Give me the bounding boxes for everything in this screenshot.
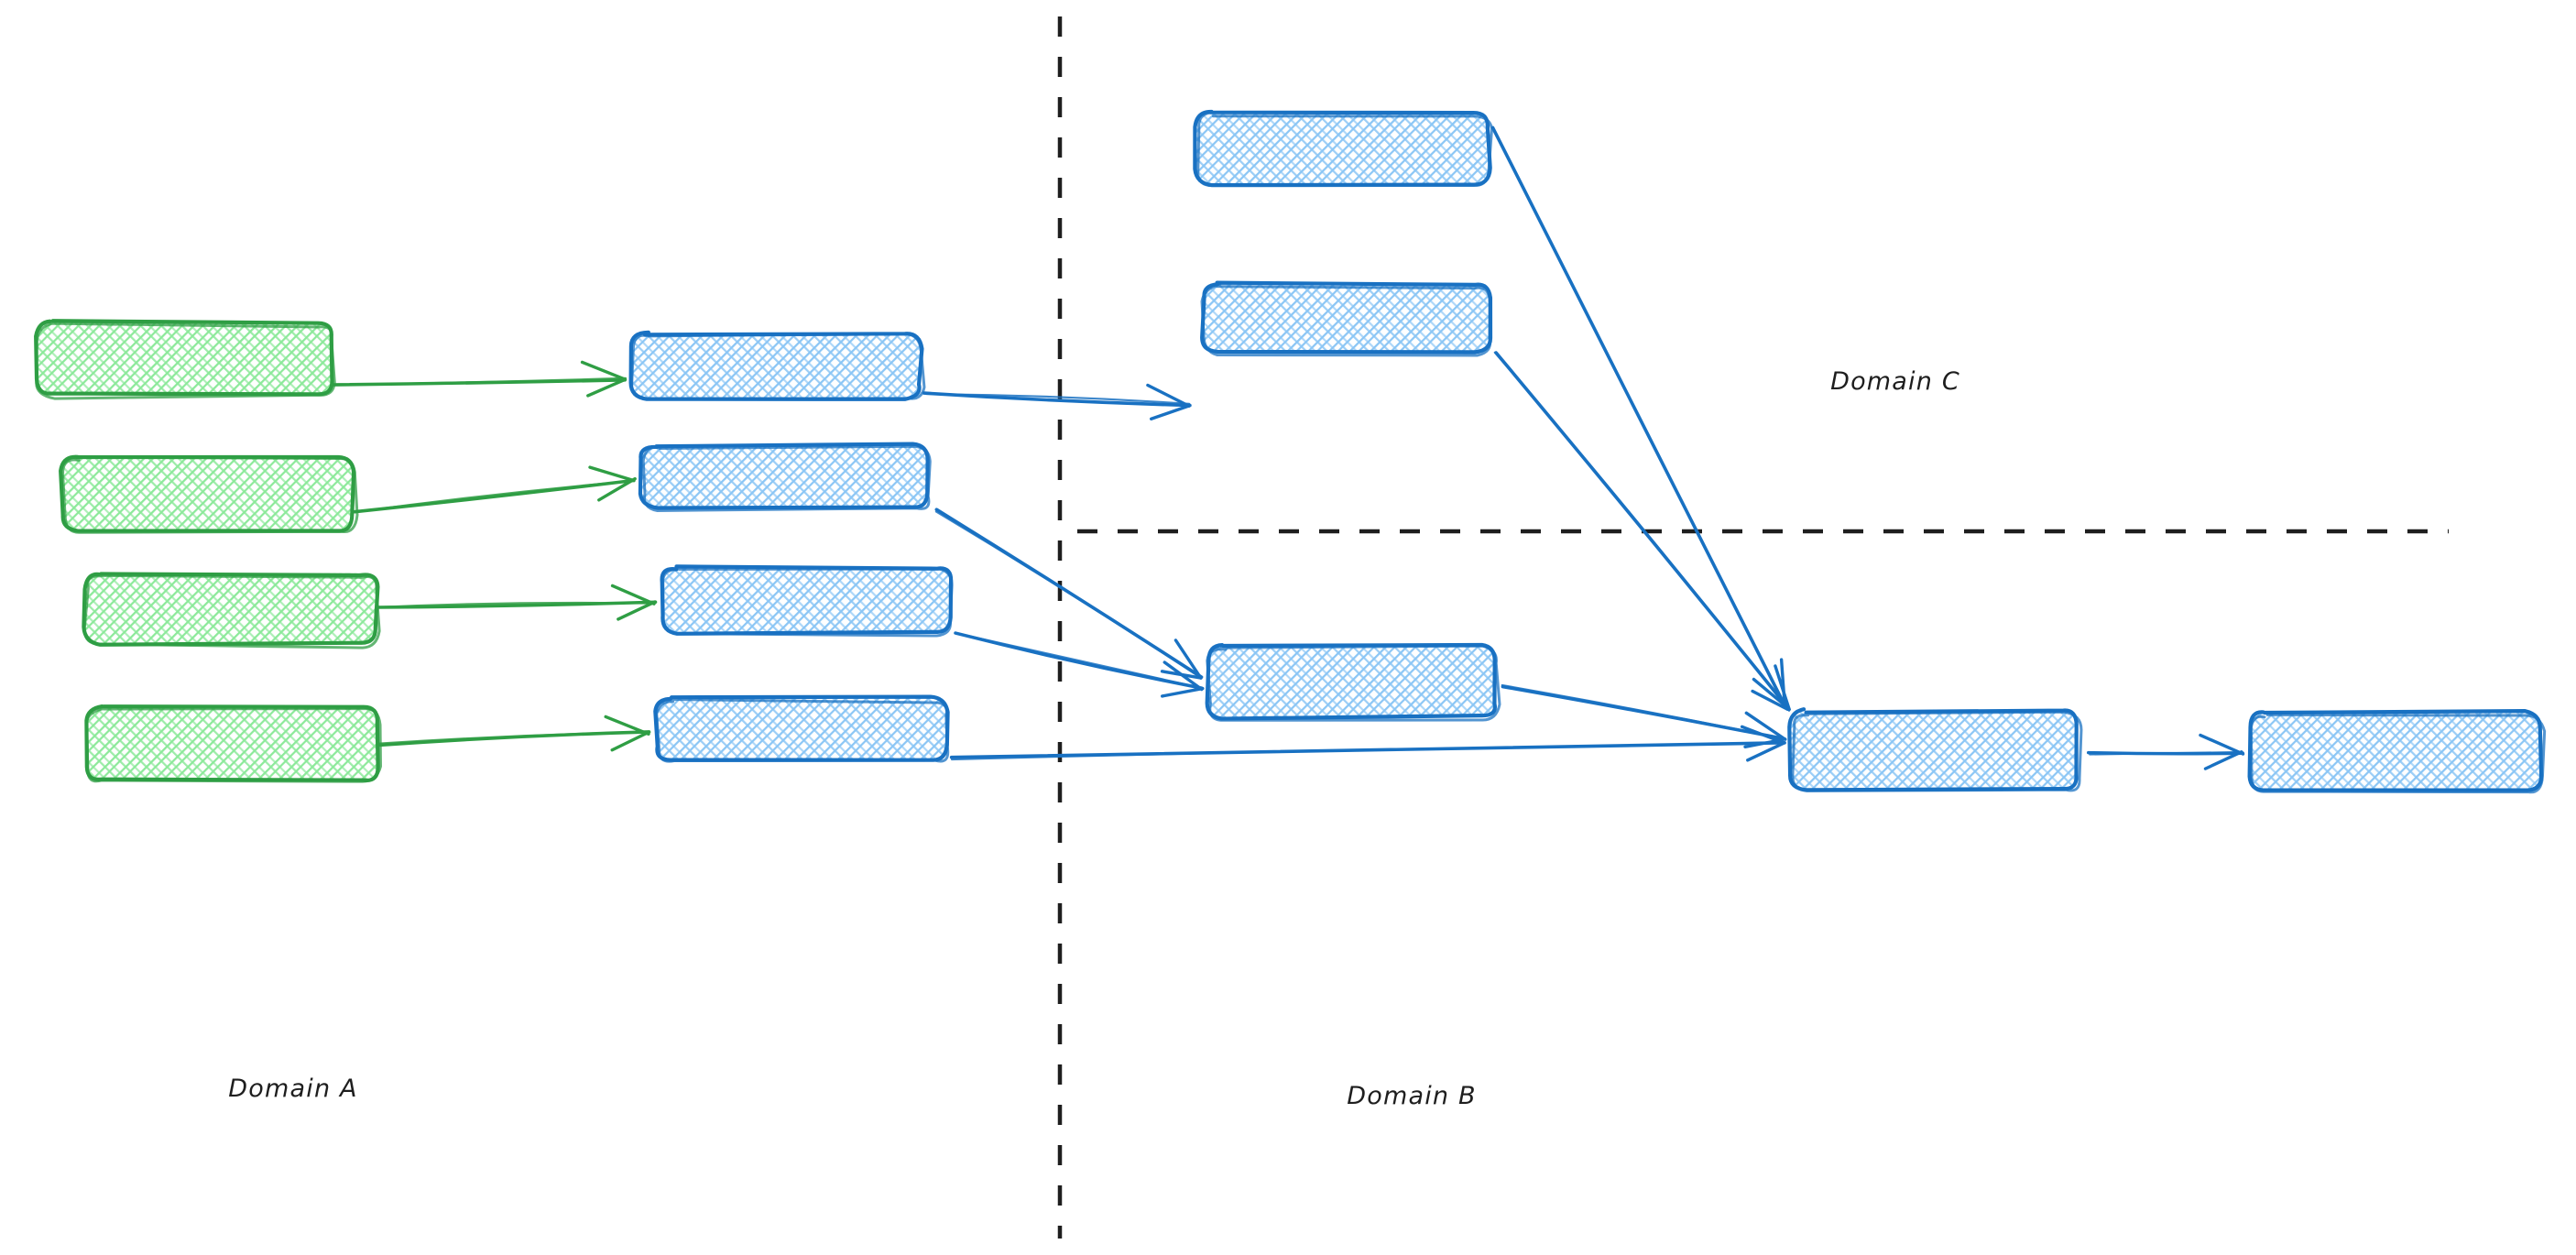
label-layer: Domain A Domain B Domain C [228,367,1960,1110]
node-fill-b1 [631,333,922,398]
edge-c2-d1 [1493,351,1791,712]
edge-a3-b3 [374,584,658,621]
node-box-a4[interactable] [83,704,382,784]
edge-a4-b4 [378,715,651,752]
divider-layer [1057,16,2449,1239]
edge-b1-c2 [922,383,1192,420]
node-fill-c2 [1202,283,1491,352]
label-domain-b: Domain B [1347,1082,1476,1110]
edge-c1-d1 [1490,126,1787,708]
node-box-b1[interactable] [628,330,926,401]
node-box-c1[interactable] [1192,109,1493,188]
node-layer [33,109,2547,794]
node-fill-a3 [84,573,377,644]
edge-a2-b2 [353,465,637,514]
node-box-b4[interactable] [652,694,950,764]
node-box-c2[interactable] [1199,280,1494,357]
node-fill-b3 [660,567,952,633]
edge-b2-c3 [934,507,1204,680]
node-fill-c3 [1206,645,1497,717]
node-box-d1[interactable] [1787,707,2083,793]
node-fill-a4 [86,706,378,780]
node-fill-b2 [640,444,929,508]
edge-layer [329,126,2245,770]
edge-b4-d1 [949,725,1786,762]
node-box-a2[interactable] [59,453,359,534]
edge-b3-c3 [954,631,1205,698]
label-domain-a: Domain A [228,1075,357,1103]
node-box-e1[interactable] [2246,709,2547,794]
node-fill-b4 [655,698,946,761]
node-box-c3[interactable] [1204,642,1501,722]
node-box-b3[interactable] [658,564,955,638]
node-fill-a2 [61,455,355,530]
label-domain-c: Domain C [1830,367,1960,396]
node-fill-c1 [1195,112,1490,185]
node-fill-a1 [37,322,333,395]
edge-c3-d1 [1501,683,1787,749]
node-fill-e1 [2249,712,2542,791]
edge-d1-e1 [2086,733,2245,770]
node-box-a1[interactable] [33,319,336,400]
node-box-a3[interactable] [82,570,381,649]
edge-a1-b1 [329,360,628,398]
node-fill-d1 [1790,710,2079,791]
node-box-b2[interactable] [638,442,932,512]
